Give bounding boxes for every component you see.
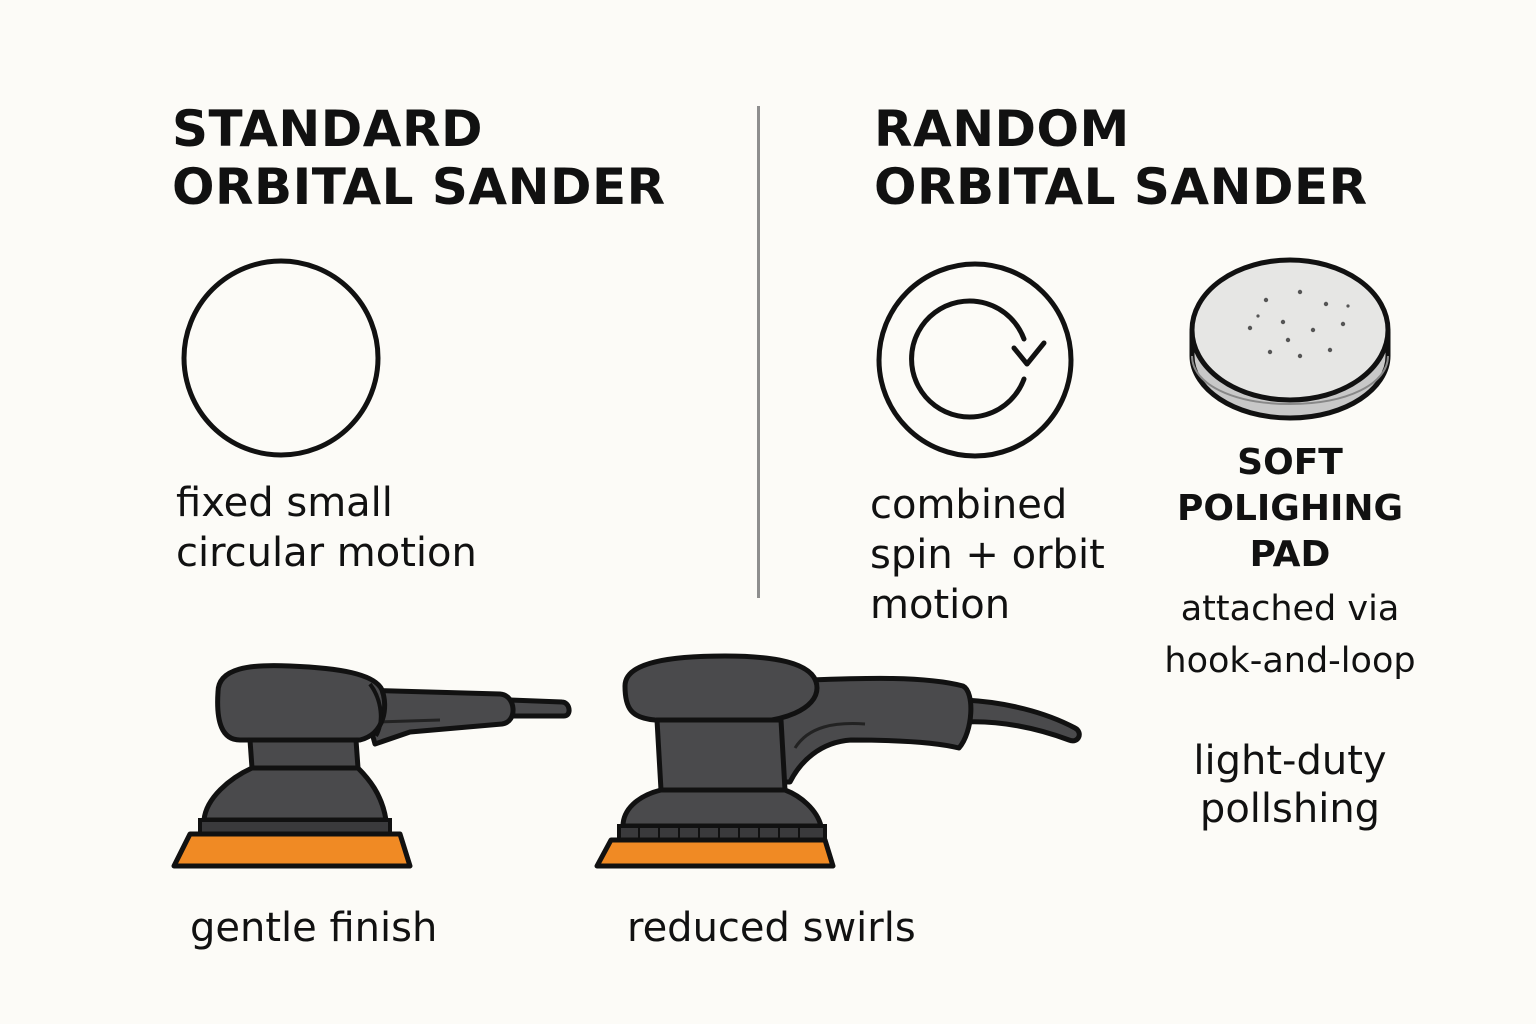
random-motion-line3: motion [870, 582, 1011, 628]
polishing-pad-icon [1189, 257, 1391, 421]
pad-title-line2: POLIGHING [1176, 488, 1404, 529]
pad-use-caption: light-duty pollshing [1130, 737, 1450, 833]
standard-motion-line1: fixed small [176, 480, 393, 526]
random-motion-line1: combined [870, 482, 1068, 528]
random-motion-caption: combined spin + orbit motion [870, 480, 1105, 630]
spin-orbit-icon [876, 261, 1074, 459]
standard-tool-caption: gentle finish [190, 905, 438, 951]
pad-attach-line2: hook-and-loop [1164, 641, 1416, 681]
standard-motion-caption: fixed small circular motion [176, 478, 477, 578]
random-orbital-title: RANDOM ORBITAL SANDER [874, 100, 1368, 216]
random-tool-caption: reduced swirls [627, 905, 916, 951]
pad-use-line1: light-duty [1193, 738, 1387, 784]
standard-motion-line2: circular motion [176, 530, 477, 576]
pad-title-line3: PAD [1249, 534, 1331, 575]
pad-attachment-caption: attached via hook-and-loop [1130, 583, 1450, 687]
standard-title-line1: STANDARD [172, 100, 483, 158]
pad-title-line1: SOFT [1237, 442, 1343, 483]
pad-use-line2: pollshing [1199, 786, 1381, 832]
random-sander-illustration [594, 653, 1082, 869]
standard-title-line2: ORBITAL SANDER [172, 158, 666, 216]
random-title-line1: RANDOM [874, 100, 1130, 158]
random-motion-line2: spin + orbit [870, 532, 1105, 578]
circle-motion-icon [181, 258, 381, 458]
pad-title: SOFT POLIGHING PAD [1140, 440, 1440, 578]
pad-attach-line1: attached via [1180, 589, 1400, 629]
standard-orbital-title: STANDARD ORBITAL SANDER [172, 100, 666, 216]
column-divider [757, 106, 760, 598]
standard-sander-illustration [171, 663, 572, 869]
random-title-line2: ORBITAL SANDER [874, 158, 1368, 216]
